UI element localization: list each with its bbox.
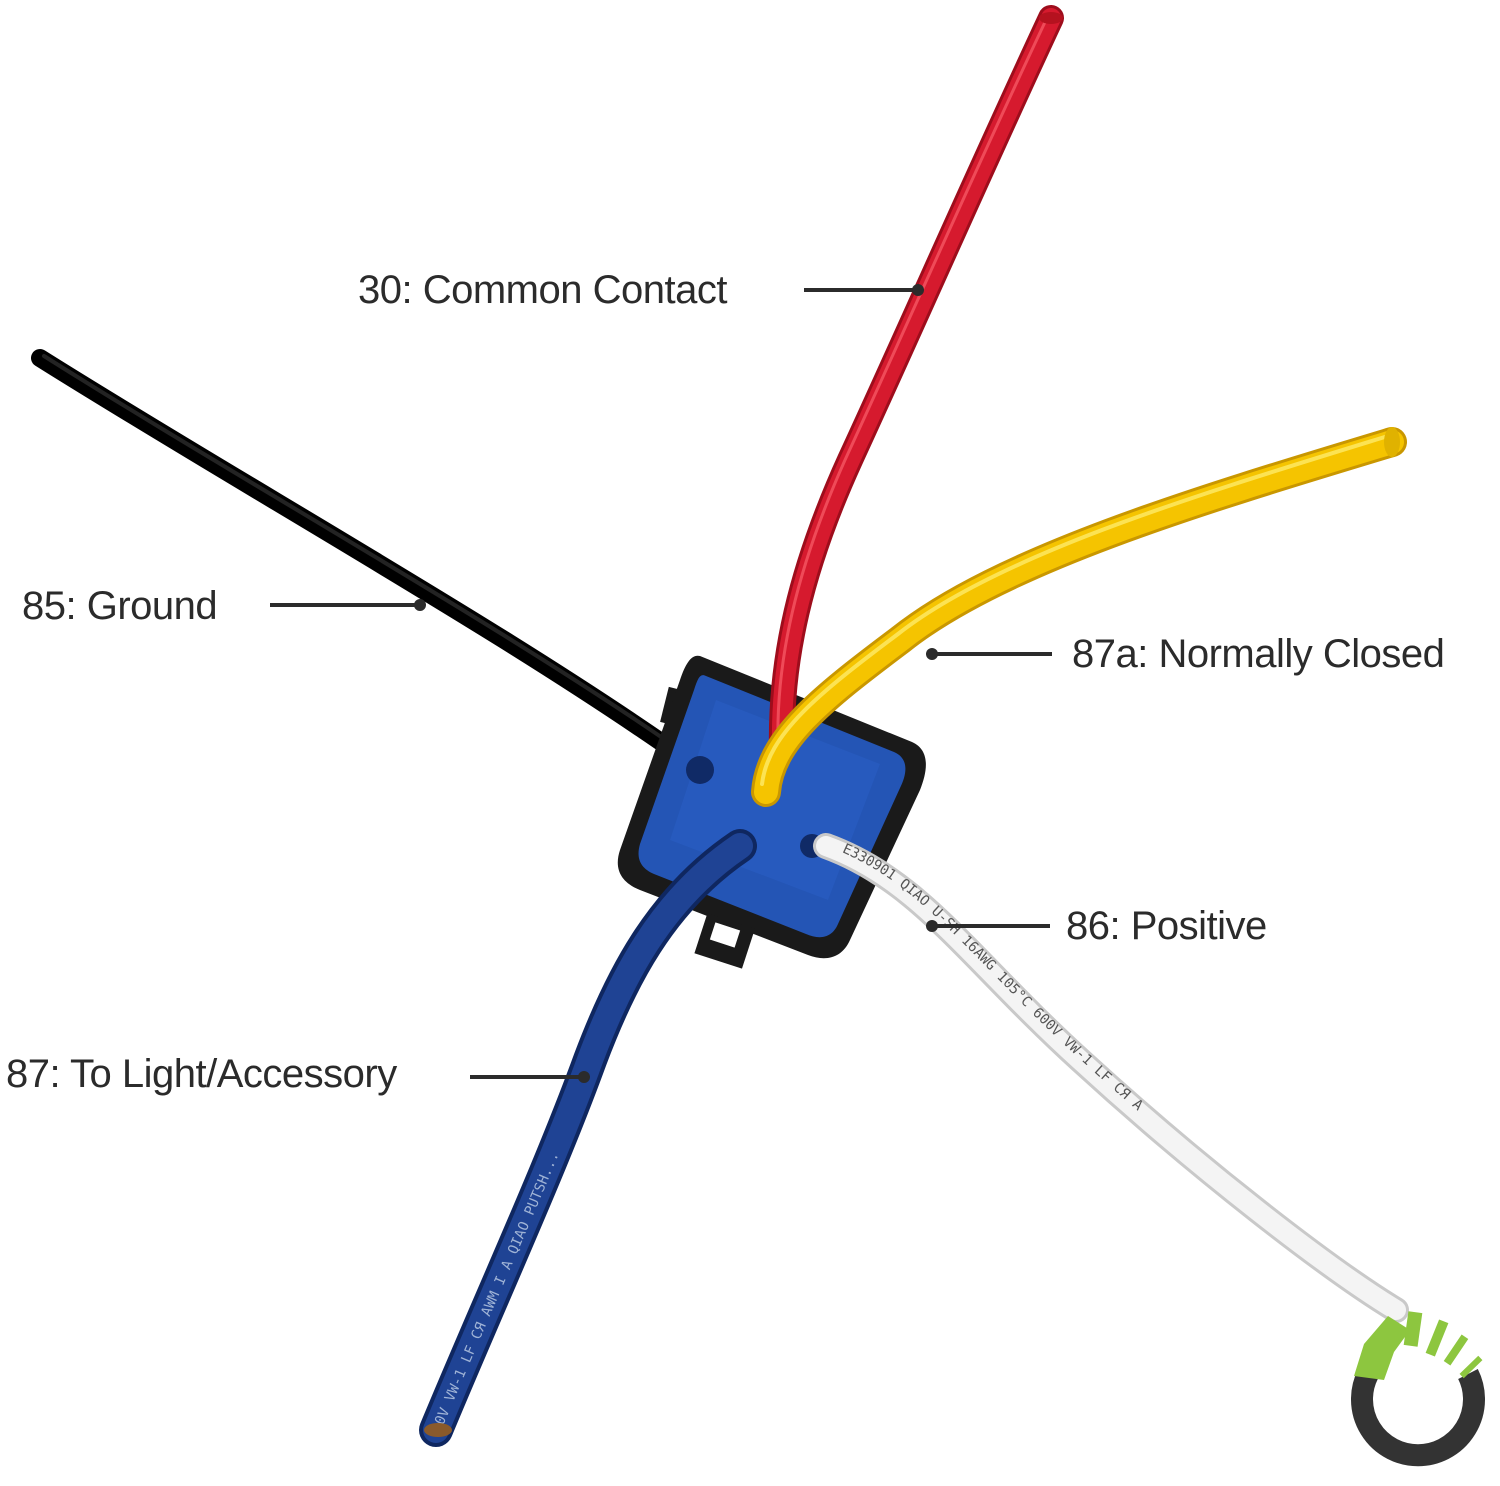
brand-logo-icon xyxy=(1351,1311,1485,1467)
label-ground: 85: Ground xyxy=(22,584,218,628)
leader-lines xyxy=(270,284,1052,1083)
blue-wire-print: 0V VW-1 LF CЯ AWM I A QIAO PUTSH... xyxy=(432,1149,562,1427)
wire-blue-87: 0V VW-1 LF CЯ AWM I A QIAO PUTSH... xyxy=(419,829,757,1447)
wire-yellow-87a xyxy=(751,427,1407,807)
label-light-accessory: 87: To Light/Accessory xyxy=(6,1052,397,1096)
label-normally-closed: 87a: Normally Closed xyxy=(1072,632,1445,676)
label-common-contact: 30: Common Contact xyxy=(358,268,727,312)
wire-black-85 xyxy=(31,349,707,777)
wire-red-30 xyxy=(768,5,1064,763)
label-positive: 86: Positive xyxy=(1066,904,1267,948)
